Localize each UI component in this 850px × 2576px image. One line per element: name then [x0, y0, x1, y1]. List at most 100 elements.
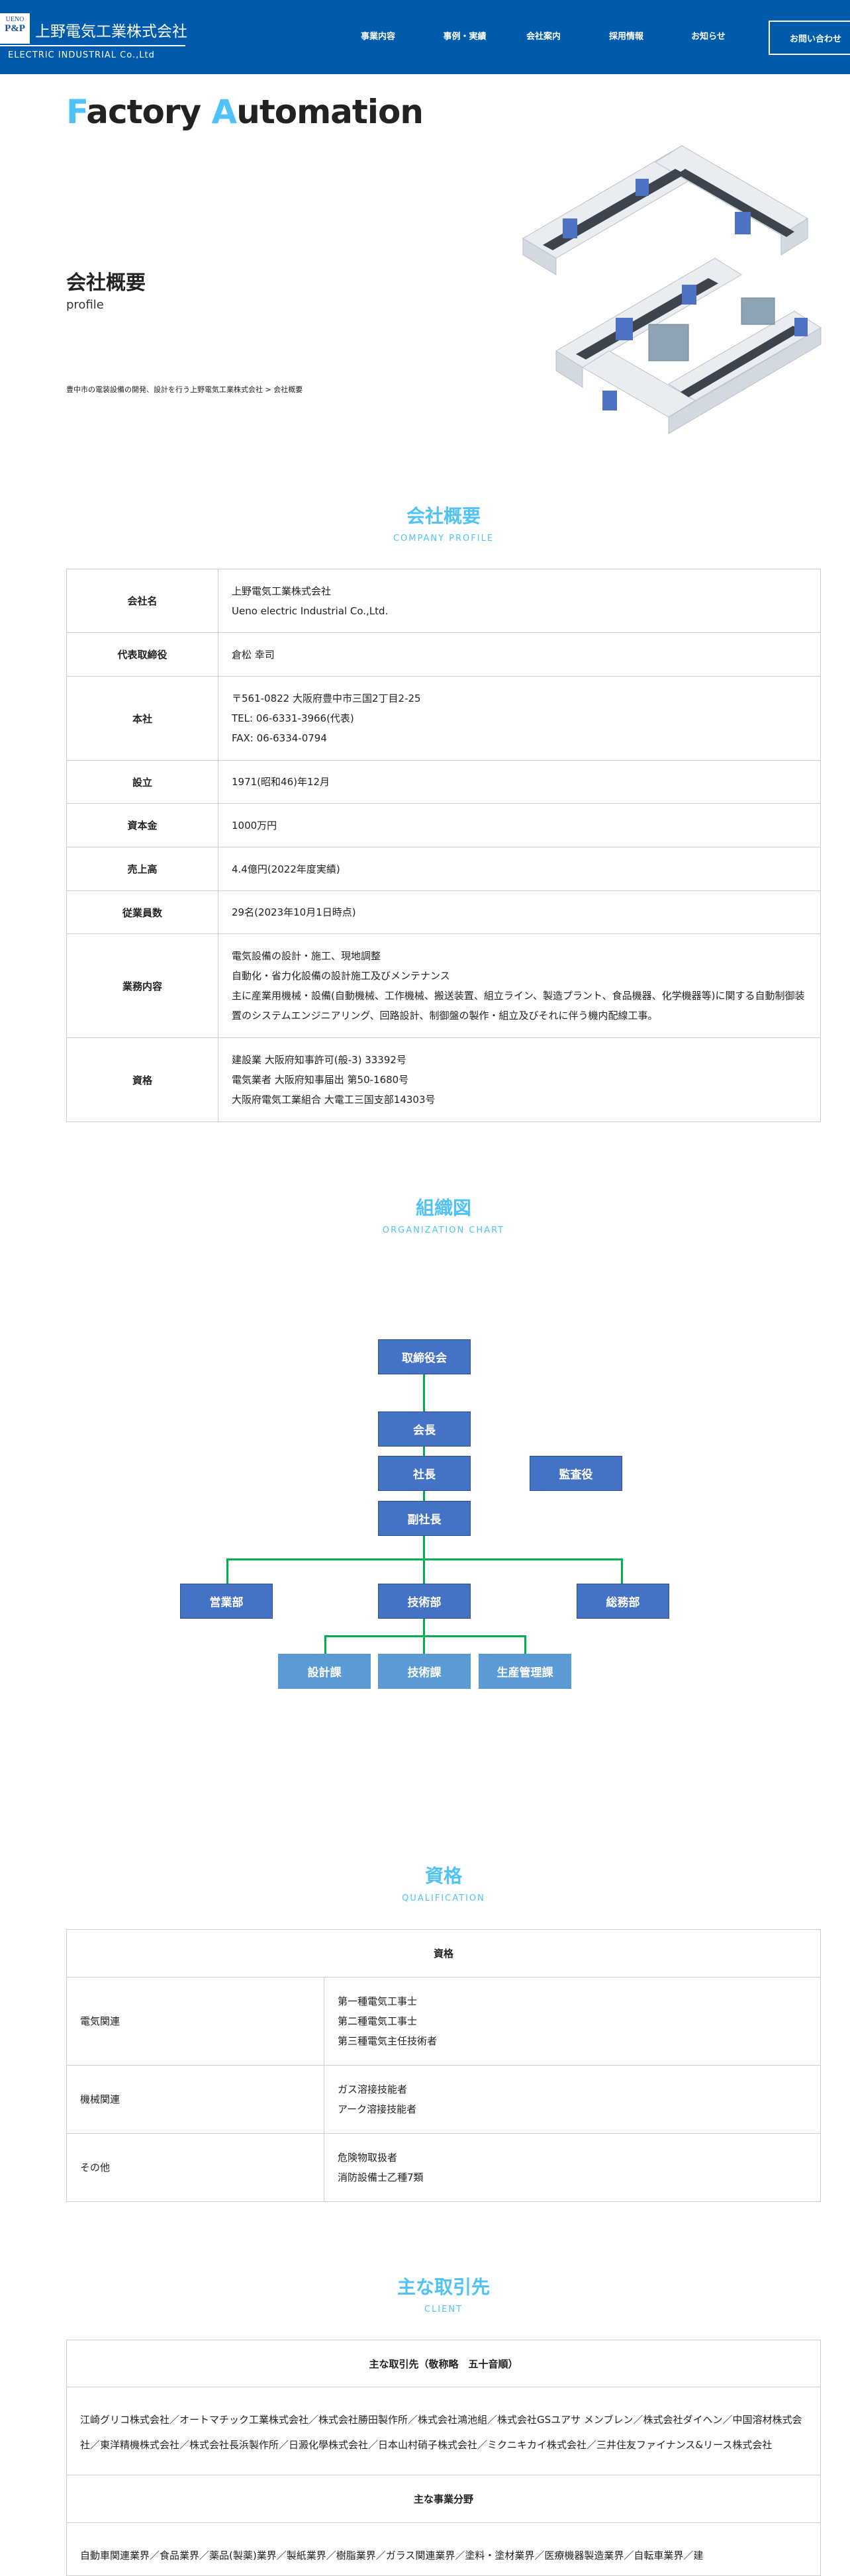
- profile-label: 本社: [66, 676, 218, 761]
- org-sales: 営業部: [180, 1584, 273, 1619]
- profile-label: 売上高: [66, 847, 218, 891]
- profile-value-line: 1000万円: [232, 819, 277, 832]
- org-connector: [324, 1635, 326, 1654]
- qualification-category: その他: [66, 2133, 324, 2202]
- profile-value: 29名(2023年10月1日時点): [218, 890, 821, 934]
- profile-row: 資本金 1000万円: [66, 803, 821, 847]
- profile-value: 上野電気工業株式会社 Ueno electric Industrial Co.,L…: [218, 569, 821, 633]
- profile-value-line: 上野電気工業株式会社: [232, 585, 332, 597]
- profile-value-line: 倉松 幸司: [232, 648, 275, 661]
- nav-business[interactable]: 事業内容: [360, 32, 396, 42]
- profile-label: 設立: [66, 760, 218, 804]
- qualification-items: 危険物取扱者消防設備士乙種7類: [324, 2133, 821, 2202]
- qualification-item: ガス溶接技能者: [338, 2083, 408, 2095]
- profile-row: 従業員数 29名(2023年10月1日時点): [66, 890, 821, 934]
- fields-header: 主な事業分野: [66, 2475, 821, 2523]
- profile-row: 資格建設業 大阪府知事許可(般-3) 33392号電気業者 大阪府知事届出 第5…: [66, 1037, 821, 1122]
- org-general-affairs: 総務部: [577, 1584, 669, 1619]
- profile-row: 売上高 4.4億円(2022年度実績): [66, 847, 821, 891]
- profile-value-line: FAX: 06-6334-0794: [232, 732, 327, 744]
- clients-list: 江崎グリコ株式会社／オートマチック工業株式会社／株式会社勝田製作所／株式会社鴻池…: [66, 2387, 821, 2475]
- org-production: 生産管理課: [479, 1654, 571, 1689]
- org-board: 取締役会: [378, 1339, 471, 1374]
- company-profile-table: 会社名 上野電気工業株式会社 Ueno electric Industrial Co…: [66, 569, 821, 1122]
- qualification-item: 第一種電気工事士: [338, 1995, 418, 2007]
- logo-divider: [0, 45, 185, 46]
- org-connector: [621, 1558, 623, 1584]
- breadcrumb[interactable]: 豊中市の電装設備の開発、設計を行う上野電気工業株式会社 > 会社概要: [66, 385, 303, 394]
- profile-value-line: 4.4億円(2022年度実績): [232, 863, 340, 875]
- profile-value: 電気設備の設計・施工、現地調整自動化・省力化設備の設計施工及びメンテナンス主に産…: [218, 933, 821, 1038]
- profile-row: 代表取締役 倉松 幸司: [66, 632, 821, 677]
- org-connector: [423, 1491, 425, 1501]
- factory-illustration: [522, 145, 822, 434]
- org-connector: [423, 1374, 425, 1411]
- nav-recruit[interactable]: 採用情報: [608, 32, 644, 42]
- qualification-row: 電気関連第一種電気工事士第二種電気工事士第三種電気主任技術者: [66, 1977, 821, 2066]
- qualification-row: 機械関連ガス溶接技能者アーク溶接技能者: [66, 2065, 821, 2134]
- profile-value-line: 1971(昭和46)年12月: [232, 776, 330, 788]
- logo-company-name[interactable]: 上野電気工業株式会社: [35, 23, 187, 40]
- page-title: 会社概要: [66, 271, 146, 295]
- org-vice-president: 副社長: [378, 1501, 471, 1536]
- qualification-table: 資格電気関連第一種電気工事士第二種電気工事士第三種電気主任技術者機械関連ガス溶接…: [66, 1929, 821, 2202]
- nav-cases[interactable]: 事例・実績: [443, 32, 487, 42]
- nav-news[interactable]: お知らせ: [691, 32, 726, 42]
- qualification-category: 機械関連: [66, 2065, 324, 2134]
- profile-value: 1971(昭和46)年12月: [218, 760, 821, 804]
- profile-value-line: TEL: 06-6331-3966(代表): [232, 712, 354, 724]
- org-president: 社長: [378, 1456, 471, 1491]
- qualification-row: その他危険物取扱者消防設備士乙種7類: [66, 2133, 821, 2202]
- qualification-item: 第二種電気工事士: [338, 2015, 418, 2027]
- contact-button[interactable]: お問い合わせ: [769, 21, 850, 55]
- profile-value: 4.4億円(2022年度実績): [218, 847, 821, 891]
- profile-value: 1000万円: [218, 803, 821, 847]
- profile-value-line: 自動化・省力化設備の設計施工及びメンテナンス: [232, 970, 450, 982]
- profile-value-line: Ueno electric Industrial Co.,Ltd.: [232, 604, 389, 617]
- org-engineering: 技術部: [378, 1584, 471, 1619]
- qualification-item: 消防設備士乙種7類: [338, 2171, 424, 2183]
- org-connector: [524, 1635, 526, 1654]
- qualification-items: 第一種電気工事士第二種電気工事士第三種電気主任技術者: [324, 1977, 821, 2066]
- qualification-item: アーク溶接技能者: [338, 2103, 417, 2115]
- org-connector: [423, 1447, 425, 1456]
- profile-label: 資格: [66, 1037, 218, 1122]
- profile-value: 建設業 大阪府知事許可(般-3) 33392号電気業者 大阪府知事届出 第50-…: [218, 1037, 821, 1122]
- org-design: 設計課: [278, 1654, 371, 1689]
- client-section-title: 主な取引先 CLIENT: [397, 2276, 491, 2314]
- qualification-category: 電気関連: [66, 1977, 324, 2066]
- logo-subtitle: ELECTRIC INDUSTRIAL Co.,Ltd: [8, 50, 155, 60]
- nav-company[interactable]: 会社案内: [526, 32, 561, 42]
- profile-value-line: 29名(2023年10月1日時点): [232, 906, 356, 918]
- profile-label: 業務内容: [66, 933, 218, 1038]
- clients-header: 主な取引先（敬称略 五十音順）: [66, 2340, 821, 2387]
- profile-row: 会社名 上野電気工業株式会社 Ueno electric Industrial Co…: [66, 569, 821, 633]
- qualification-item: 危険物取扱者: [338, 2152, 398, 2164]
- profile-label: 代表取締役: [66, 632, 218, 677]
- profile-value-line: 電気設備の設計・施工、現地調整: [232, 950, 381, 962]
- org-auditor: 監査役: [530, 1456, 622, 1491]
- profile-value-line: 電気業者 大阪府知事届出 第50-1680号: [232, 1074, 409, 1086]
- profile-value-line: 建設業 大阪府知事許可(般-3) 33392号: [232, 1054, 406, 1066]
- profile-label: 会社名: [66, 569, 218, 633]
- org-connector: [226, 1558, 228, 1584]
- profile-value-line: 〒561-0822 大阪府豊中市三国2丁目2-25: [232, 692, 421, 704]
- fields-list: 自動車関連業界／食品業界／薬品(製薬)業界／製紙業界／樹脂業界／ガラス関連業界／…: [66, 2522, 821, 2576]
- profile-value: 倉松 幸司: [218, 632, 821, 677]
- profile-value-line: 主に産業用機械・設備(自動機械、工作機械、搬送装置、組立ライン、製造プラント、食…: [232, 990, 805, 1022]
- org-connector: [226, 1558, 622, 1560]
- org-connector: [324, 1635, 526, 1637]
- qualification-item: 第三種電気主任技術者: [338, 2035, 438, 2047]
- profile-label: 資本金: [66, 803, 218, 847]
- profile-label: 従業員数: [66, 890, 218, 934]
- org-technical: 技術課: [378, 1654, 471, 1689]
- profile-row: 設立 1971(昭和46)年12月: [66, 760, 821, 804]
- qualification-items: ガス溶接技能者アーク溶接技能者: [324, 2065, 821, 2134]
- profile-value-line: 大阪府電気工業組合 大電工三国支部14303号: [232, 1094, 436, 1106]
- profile-row: 業務内容電気設備の設計・施工、現地調整自動化・省力化設備の設計施工及びメンテナン…: [66, 933, 821, 1038]
- page-subtitle: profile: [66, 298, 104, 312]
- hero-title: Factory Automation: [66, 93, 424, 131]
